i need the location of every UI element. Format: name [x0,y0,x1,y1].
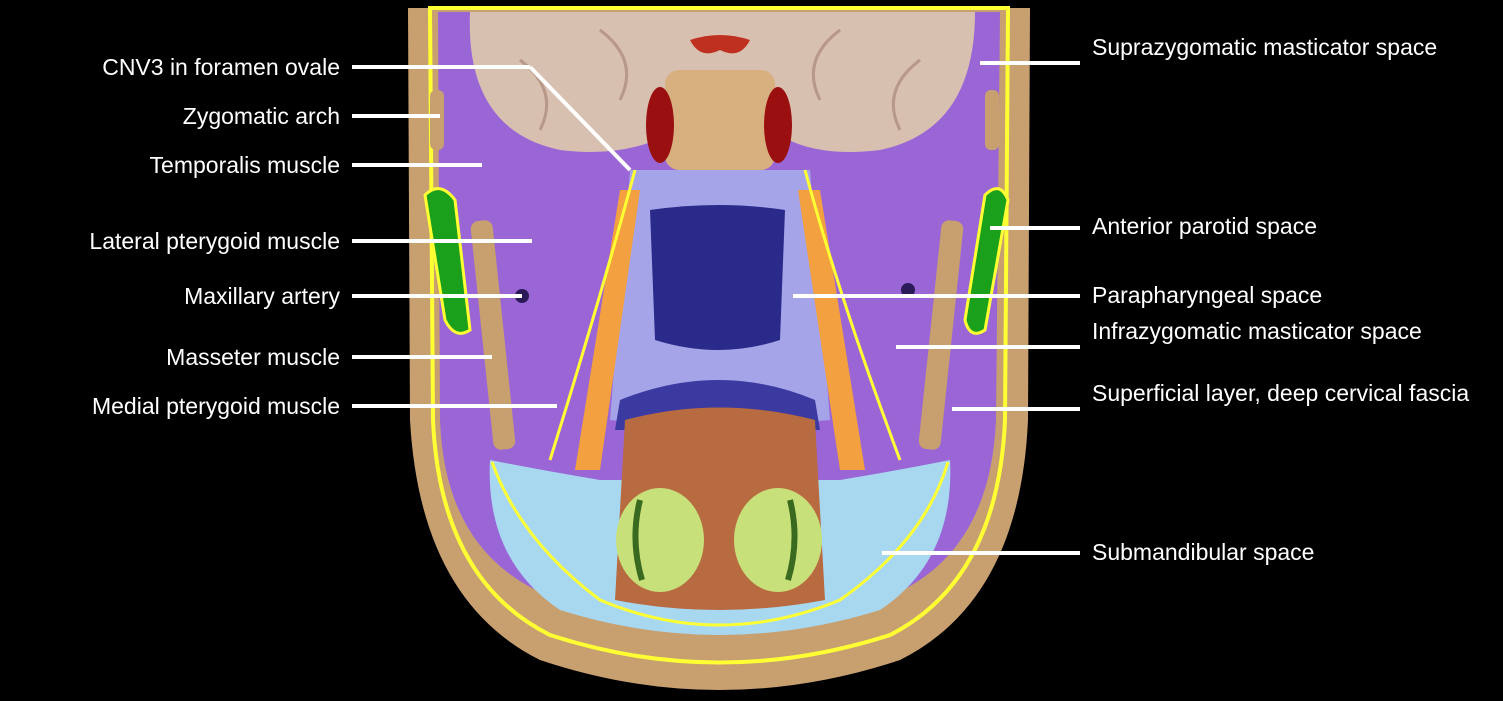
leader-line-submandibular [882,551,1080,555]
leader-line-anterior-parotid [990,226,1080,230]
label-parapharyngeal-space: Parapharyngeal space [1092,282,1322,308]
label-masseter-muscle: Masseter muscle [166,344,340,370]
label-superficial-layer-deep-cervical-fascia: Superficial layer, deep cervical fascia [1092,380,1500,406]
label-submandibular-space: Submandibular space [1092,539,1314,565]
label-temporalis-muscle: Temporalis muscle [150,152,340,178]
leader-line-parapharyngeal [793,294,1080,298]
leader-line-infrazygomatic [896,345,1080,349]
leader-line-superficial-fascia [952,407,1080,411]
label-zygomatic-arch: Zygomatic arch [183,103,340,129]
label-suprazygomatic-masticator-space: Suprazygomatic masticator space [1092,34,1482,60]
label-cnv3: CNV3 in foramen ovale [102,54,340,80]
label-lateral-pterygoid-muscle: Lateral pterygoid muscle [89,228,340,254]
label-maxillary-artery: Maxillary artery [184,283,340,309]
label-infrazygomatic-masticator-space: Infrazygomatic masticator space [1092,318,1462,344]
label-anterior-parotid-space: Anterior parotid space [1092,213,1317,239]
leader-line-suprazygomatic [980,61,1080,65]
label-medial-pterygoid-muscle: Medial pterygoid muscle [92,393,340,419]
